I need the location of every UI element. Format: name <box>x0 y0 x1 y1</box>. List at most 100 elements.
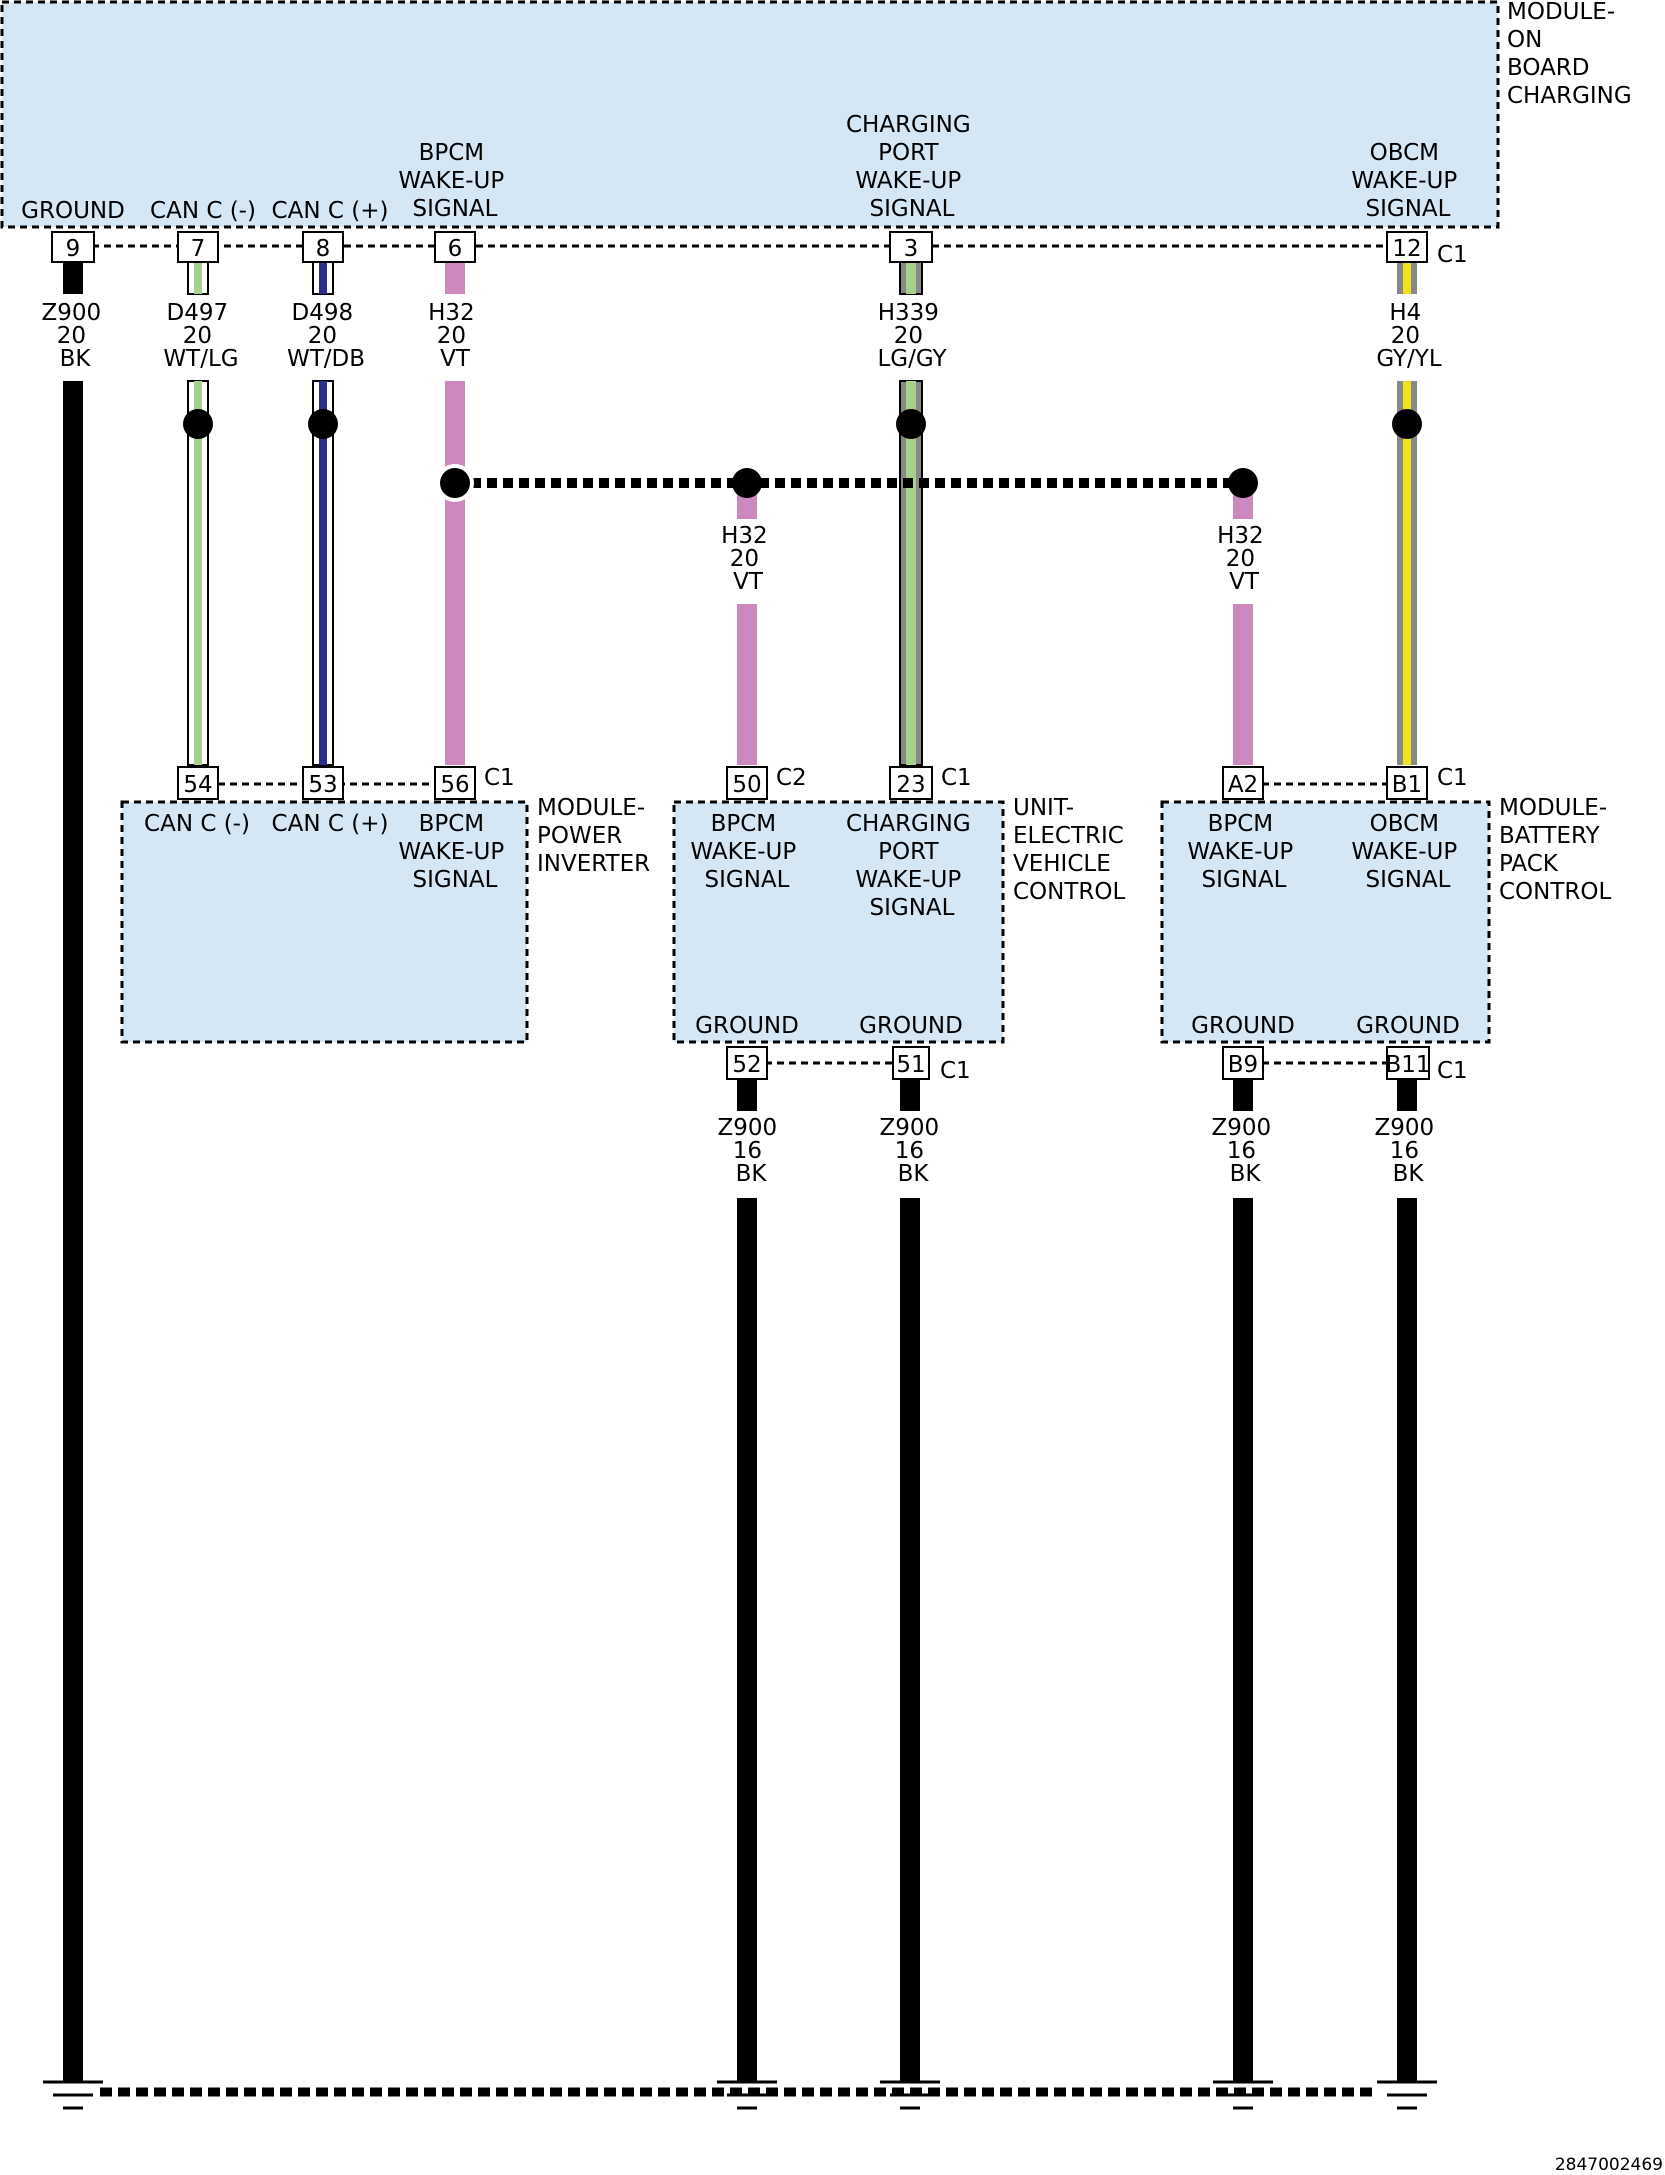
wire-z900-b11-upper <box>1397 1079 1417 1111</box>
label-z900-b9: Z900 16 BK <box>1212 1115 1279 1187</box>
pin-bpcm-b9: B9 <box>1228 1052 1258 1078</box>
pin-box-bpcm-b9 <box>1222 1046 1264 1080</box>
splice-h4 <box>1392 409 1422 439</box>
label-h339: H339 20 LG/GY <box>877 300 947 372</box>
obc-pin9-func: GROUND <box>21 198 125 224</box>
pim-pin54-func: CAN C (-) <box>144 811 250 837</box>
wire-z900-51-upper <box>900 1079 920 1111</box>
label-h32-evcu: H32 20 VT <box>721 523 775 595</box>
pin-box-obc-3 <box>889 231 933 263</box>
connector-bpcm-b1: C1 <box>1437 765 1468 791</box>
wire-z900-b9-upper <box>1233 1079 1253 1111</box>
label-z900-main: Z900 20 BK <box>42 300 109 372</box>
pin-evcu-52: 52 <box>732 1052 761 1078</box>
module-power-inverter <box>120 800 529 1044</box>
pin-box-pim-54 <box>177 766 219 800</box>
pin-box-evcu-52 <box>726 1046 768 1080</box>
pin-bpcm-b11: B11 <box>1385 1052 1430 1078</box>
bpcm-pinb11-func: GROUND <box>1356 1013 1460 1039</box>
wire-z900-52-lower <box>737 1198 757 2082</box>
label-z900-b11: Z900 16 BK <box>1375 1115 1442 1187</box>
pin-box-obc-6 <box>434 231 476 263</box>
wire-z900-51-lower <box>900 1198 920 2082</box>
splice-d497 <box>183 409 213 439</box>
pin-obc-3: 3 <box>904 236 919 262</box>
wire-z900-main-lower <box>63 381 83 2082</box>
pim-name: MODULE- POWER INVERTER <box>537 795 652 877</box>
diagram-id: 2847002469 <box>1555 2155 1663 2175</box>
evcu-pin50-func: BPCM WAKE-UP SIGNAL <box>690 811 803 893</box>
pin-box-obc-8 <box>302 231 344 263</box>
wire-z900-b11-lower <box>1397 1198 1417 2082</box>
label-h32-bpcm: H32 20 VT <box>1217 523 1271 595</box>
wire-h339 <box>899 261 923 766</box>
label-z900-51: Z900 16 BK <box>880 1115 947 1187</box>
pin-box-evcu-51 <box>892 1046 930 1080</box>
connector-evcu-ground: C1 <box>940 1058 971 1084</box>
ground-symbol-4 <box>1213 2080 1273 2110</box>
connector-evcu-50: C2 <box>776 765 807 791</box>
pim-pin53-func: CAN C (+) <box>272 811 389 837</box>
pin-box-obc-12 <box>1386 231 1428 263</box>
pin-box-bpcm-b11 <box>1386 1046 1430 1080</box>
label-h4: H4 20 GY/YL <box>1376 300 1442 372</box>
splice-h32-evcu <box>732 468 762 498</box>
obc-pin8-func: CAN C (+) <box>272 198 389 224</box>
pin-box-evcu-23 <box>889 766 933 800</box>
wire-h32-upper <box>445 262 465 294</box>
splice-d498 <box>308 409 338 439</box>
evcu-pin51-func: GROUND <box>859 1013 963 1039</box>
pin-bpcm-b1: B1 <box>1392 772 1422 798</box>
splice-h32-bpcm <box>1228 468 1258 498</box>
evcu-pin52-func: GROUND <box>695 1013 799 1039</box>
connector-bpcm-ground: C1 <box>1437 1058 1468 1084</box>
pin-box-pim-56 <box>434 766 476 800</box>
pin-box-bpcm-a2 <box>1222 766 1264 800</box>
obc-pin3-func: CHARGING PORT WAKE-UP SIGNAL <box>846 112 978 222</box>
wire-z900-52-upper <box>737 1079 757 1111</box>
obc-pin7-func: CAN C (-) <box>150 198 256 224</box>
pin-box-obc-9 <box>51 231 95 263</box>
pin-obc-9: 9 <box>66 236 81 262</box>
obc-pin6-func: BPCM WAKE-UP SIGNAL <box>398 140 511 222</box>
bpcm-pinb1-func: OBCM WAKE-UP SIGNAL <box>1351 811 1464 893</box>
ground-symbol-1 <box>43 2080 103 2110</box>
label-z900-52: Z900 16 BK <box>718 1115 785 1187</box>
ground-symbol-5 <box>1377 2080 1437 2110</box>
evcu-name: UNIT- ELECTRIC VEHICLE CONTROL <box>1013 795 1131 905</box>
unit-electric-vehicle-control <box>672 800 1005 1044</box>
label-h32: H32 20 VT <box>428 300 482 372</box>
obc-name: MODULE- ON BOARD CHARGING <box>1507 0 1632 109</box>
pin-obc-6: 6 <box>448 236 463 262</box>
splice-h339 <box>896 409 926 439</box>
pin-evcu-50: 50 <box>732 772 761 798</box>
pin-box-obc-7 <box>177 231 219 263</box>
connector-evcu-23: C1 <box>941 765 972 791</box>
module-battery-pack-control <box>1160 800 1491 1044</box>
pin-obc-8: 8 <box>316 236 331 262</box>
pin-pim-53: 53 <box>308 772 337 798</box>
bpcm-pinb9-func: GROUND <box>1191 1013 1295 1039</box>
pin-obc-12: 12 <box>1392 236 1421 262</box>
wire-d498 <box>312 261 334 766</box>
wire-h32-lower <box>445 381 465 765</box>
pin-box-bpcm-b1 <box>1386 766 1428 800</box>
splice-h32-main <box>436 464 474 502</box>
module-on-board-charging <box>0 0 1500 229</box>
pin-box-evcu-50 <box>726 766 768 800</box>
pin-pim-56: 56 <box>440 772 469 798</box>
pim-pin56-func: BPCM WAKE-UP SIGNAL <box>398 811 511 893</box>
pin-bpcm-a2: A2 <box>1228 772 1258 798</box>
wire-z900-b9-lower <box>1233 1198 1253 2082</box>
evcu-pin23-func: CHARGING PORT WAKE-UP SIGNAL <box>846 811 978 921</box>
label-d497: D497 20 WT/LG <box>163 300 238 372</box>
pin-evcu-23: 23 <box>896 772 925 798</box>
wire-z900-main-upper <box>63 262 83 294</box>
label-d498: D498 20 WT/DB <box>287 300 365 372</box>
bpcm-name: MODULE- BATTERY PACK CONTROL <box>1499 795 1614 905</box>
connector-pim: C1 <box>484 765 515 791</box>
ground-symbol-3 <box>880 2080 940 2110</box>
connector-obc: C1 <box>1437 242 1468 268</box>
bpcm-pina2-func: BPCM WAKE-UP SIGNAL <box>1187 811 1300 893</box>
